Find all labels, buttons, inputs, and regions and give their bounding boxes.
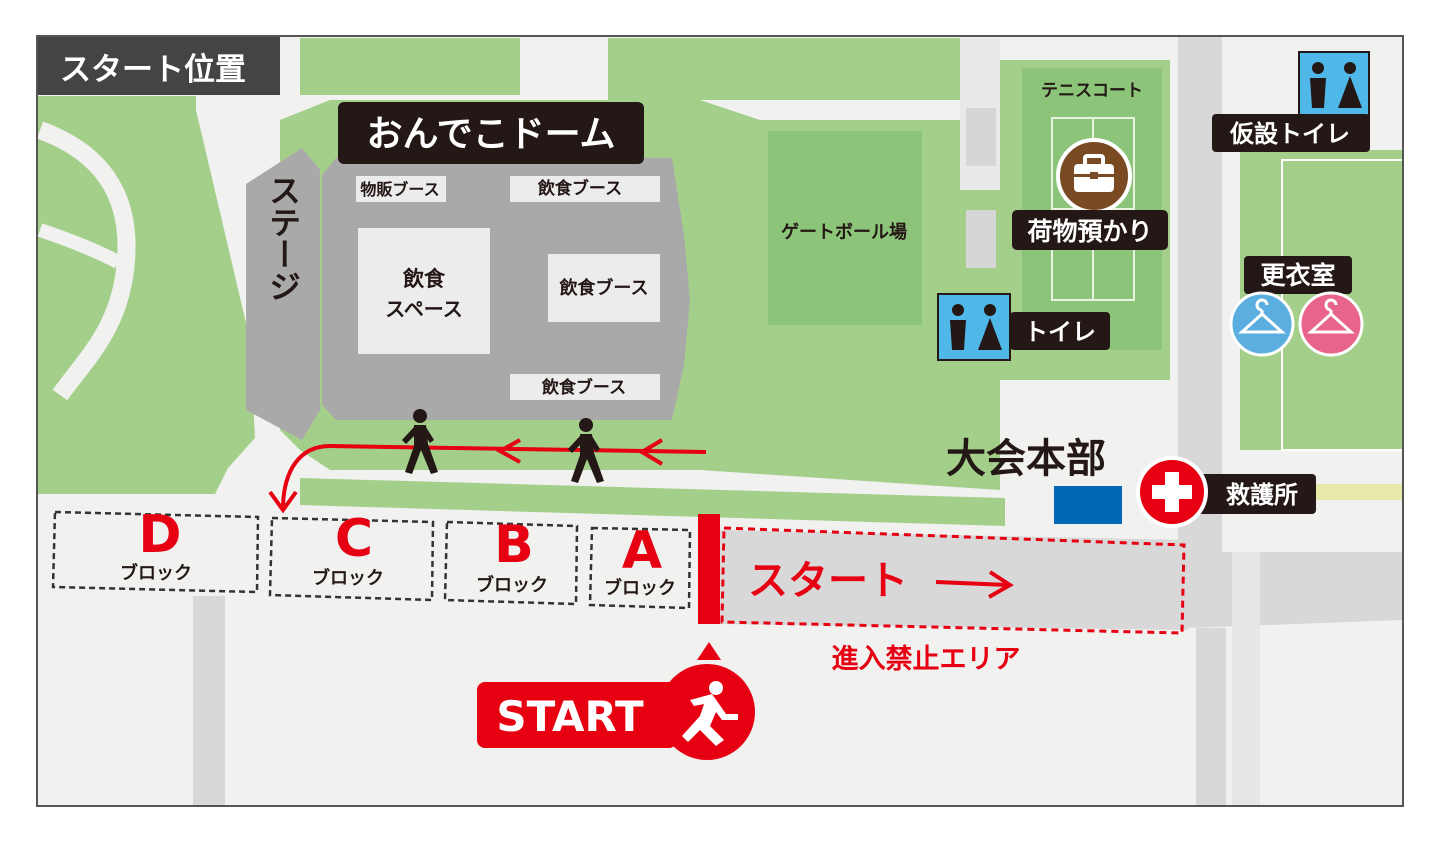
dome-building	[322, 158, 690, 420]
hq-label: 大会本部	[946, 436, 1106, 482]
start-direction-arrow	[935, 570, 1014, 599]
block-label: ブロック	[604, 577, 676, 599]
start-badge-label: START	[496, 692, 644, 741]
no-entry-label: 進入禁止エリア	[832, 644, 1021, 675]
venue-name: おんでこドーム	[366, 114, 615, 155]
hq-marker	[1054, 486, 1122, 524]
first-aid-point: 救護所	[1136, 456, 1316, 528]
booth-food-bottom-label: 飲食ブース	[541, 377, 626, 398]
map-frame	[36, 35, 1404, 807]
block-letter: C	[335, 509, 373, 569]
road-right	[1188, 552, 1403, 628]
block-letter: B	[494, 515, 534, 575]
hanger-icon	[1238, 298, 1286, 334]
temp-toilet-point: 仮設トイレ	[1212, 51, 1370, 152]
first-aid-icon	[1152, 472, 1192, 512]
booth-food-mid-label: 飲食ブース	[558, 277, 648, 299]
temp-toilet-label: 仮設トイレ	[1229, 120, 1350, 148]
tennis-label: テニスコート	[1041, 81, 1143, 101]
toilet-point: トイレ	[937, 293, 1110, 361]
eating-space-line1: 飲食	[402, 267, 446, 291]
block-label: ブロック	[312, 567, 384, 589]
eating-space-line2: スペース	[385, 297, 463, 321]
venue-label: おんでこドーム	[338, 102, 644, 164]
stage-building	[246, 148, 320, 440]
changing-room-point: 更衣室	[1229, 256, 1364, 357]
map-base	[37, 36, 1403, 806]
changing-room-label: 更衣室	[1260, 261, 1335, 290]
route-arrow	[268, 438, 707, 514]
toilet-label: トイレ	[1024, 318, 1096, 346]
block-label: ブロック	[476, 574, 548, 596]
booth-food-top-label: 飲食ブース	[537, 178, 622, 199]
no-entry-zone	[720, 526, 1186, 635]
luggage-icon	[1074, 154, 1114, 192]
block-label: ブロック	[120, 562, 192, 584]
luggage-label: 荷物預かり	[1027, 217, 1152, 246]
gateball-label: ゲートボール場	[781, 221, 907, 243]
runner-icon	[682, 681, 738, 746]
walking-person-icon	[568, 418, 604, 483]
stage-label: ステージ	[264, 174, 302, 302]
title-tab: スタート位置	[38, 37, 280, 95]
block-b: B ブロック	[443, 515, 579, 606]
hanger-icon	[1307, 298, 1355, 334]
start-badge: START	[477, 642, 755, 760]
first-aid-label: 救護所	[1226, 481, 1298, 509]
park-area-top	[300, 38, 520, 95]
start-line	[698, 514, 720, 624]
start-blocks: D ブロック C ブロック B ブロック A ブロック	[51, 505, 692, 610]
block-letter: A	[622, 521, 662, 581]
gateball-field	[768, 131, 922, 325]
walking-person-icon	[402, 409, 438, 474]
block-letter: D	[138, 505, 181, 565]
toilet-icon	[1310, 62, 1362, 108]
start-lane-road	[718, 530, 1188, 630]
booth-merch-label: 物販ブース	[360, 180, 439, 199]
block-a: A ブロック	[588, 521, 692, 610]
road-vertical-right	[1178, 36, 1222, 552]
green-strip	[300, 478, 1005, 526]
start-lane-label: スタート	[748, 558, 908, 604]
park-area-left	[37, 96, 255, 494]
block-d: D ブロック	[51, 505, 260, 594]
park-area-top-right	[608, 38, 960, 100]
toilet-icon	[950, 304, 1002, 350]
road-vertical-left	[193, 596, 225, 806]
block-c: C ブロック	[268, 509, 435, 602]
park-path	[37, 121, 136, 401]
map-title: スタート位置	[60, 52, 246, 88]
luggage-point: 荷物預かり	[1012, 138, 1168, 250]
